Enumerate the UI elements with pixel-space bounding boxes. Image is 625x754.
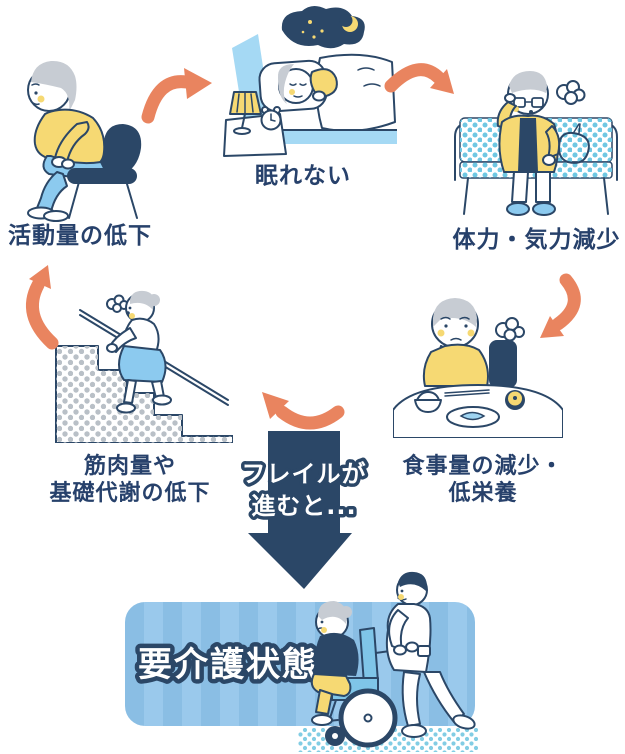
cheek xyxy=(321,627,327,633)
white-pants-leg xyxy=(535,171,551,203)
frailty-progress-arrow: フレイルが 進むと... xyxy=(238,431,369,589)
cheek xyxy=(37,95,45,103)
cheek xyxy=(437,329,445,337)
lamp-base xyxy=(233,127,251,135)
cheek xyxy=(467,329,475,337)
chair-back xyxy=(97,124,142,180)
label-sleepless: 眠れない xyxy=(255,163,351,189)
caregiver-shoe xyxy=(401,724,427,738)
label-muscle-line2: 基礎代謝の低下 xyxy=(49,480,211,506)
outcome-label-svg: 要介護状態 xyxy=(134,641,321,690)
cycle-arrow-activity-to-sleepless xyxy=(141,68,212,124)
sleepless-night-illustration xyxy=(223,5,397,157)
chair-back xyxy=(489,340,517,388)
blue-pants-leg xyxy=(36,171,68,213)
caregiver-hair xyxy=(398,571,427,591)
shoe xyxy=(116,402,136,414)
hand xyxy=(312,90,326,102)
label-meal-line2: 低栄養 xyxy=(448,480,518,506)
gray-hair xyxy=(509,71,547,93)
small-meal-illustration xyxy=(393,298,563,438)
cheek xyxy=(129,313,135,319)
chair-leg xyxy=(68,181,80,219)
shoe xyxy=(532,202,556,216)
wheel-hub xyxy=(363,713,373,723)
caregiver-shoe xyxy=(452,714,476,730)
mattress xyxy=(252,130,397,144)
rice-bowl xyxy=(414,399,442,413)
gray-hair xyxy=(31,60,77,112)
frailty-progress-text-line2: 進むと... xyxy=(251,492,356,520)
bench-fatigue-illustration xyxy=(454,71,618,216)
hand xyxy=(504,93,516,103)
sigh-puff xyxy=(495,317,525,342)
cycle-arrow-muscle-to-activity xyxy=(25,265,59,350)
sigh-puff xyxy=(106,294,129,313)
elderly-sitting-illustration xyxy=(27,60,142,222)
cheek xyxy=(289,89,295,95)
hair-bun xyxy=(148,294,160,306)
pocket xyxy=(417,645,431,657)
shoe xyxy=(152,394,172,406)
chopsticks xyxy=(444,389,490,394)
hand xyxy=(106,343,118,353)
shoe xyxy=(506,202,530,216)
pajama-arm xyxy=(309,68,338,97)
wheelchair-back xyxy=(359,627,379,685)
white-pants-leg xyxy=(511,171,529,203)
navy-shirt xyxy=(518,118,538,172)
caregiver-hand xyxy=(405,641,419,653)
label-muscle-decline: 筋肉量や 基礎代謝の低下 xyxy=(30,454,230,508)
cycle-arrow-stamina-to-meal xyxy=(540,273,581,338)
cheek xyxy=(398,594,404,600)
navy-cardigan xyxy=(314,632,359,676)
leg xyxy=(123,379,137,404)
cycle-arrow-sleepless-to-stamina xyxy=(384,63,454,94)
caregiver-leg xyxy=(423,671,465,723)
sigh-mouth xyxy=(529,110,533,114)
label-activity-decline: 活動量の低下 xyxy=(8,223,152,249)
label-stamina-decline: 体力・気力減少 xyxy=(452,227,621,253)
slipper xyxy=(43,210,69,222)
gray-hair xyxy=(318,601,347,624)
bag xyxy=(558,131,590,164)
shoe xyxy=(311,714,333,726)
chair-seat xyxy=(67,168,137,184)
hand xyxy=(542,154,556,166)
sigh-mouth xyxy=(126,311,130,315)
outcome-label: 要介護状態 xyxy=(138,645,318,685)
yellow-pants-leg xyxy=(315,689,333,715)
arm xyxy=(54,121,90,163)
rice xyxy=(416,391,440,401)
hair-bun xyxy=(340,606,352,618)
gray-hair xyxy=(277,64,294,104)
label-meal-decline: 食事量の減少・ 低栄養 xyxy=(383,454,583,508)
frailty-progress-text-line1: フレイルが xyxy=(242,460,367,488)
hand xyxy=(61,158,75,170)
fish xyxy=(459,411,486,421)
label-muscle-line1: 筋肉量や xyxy=(83,454,176,479)
gray-hair xyxy=(433,298,477,327)
wheelchair-care-illustration xyxy=(298,571,478,752)
caregiver-leg xyxy=(401,671,421,727)
yellow-top xyxy=(422,343,489,387)
caregiver-hand xyxy=(393,644,407,656)
sigh-puff xyxy=(556,80,586,105)
chair-leg xyxy=(126,183,138,219)
stair-climbing-illustration xyxy=(55,290,233,443)
cycle-arrow-meal-to-muscle xyxy=(262,392,345,430)
gray-hair xyxy=(130,290,154,310)
blue-skirt xyxy=(118,345,167,383)
label-meal-line1: 食事量の減少・ xyxy=(402,454,564,479)
